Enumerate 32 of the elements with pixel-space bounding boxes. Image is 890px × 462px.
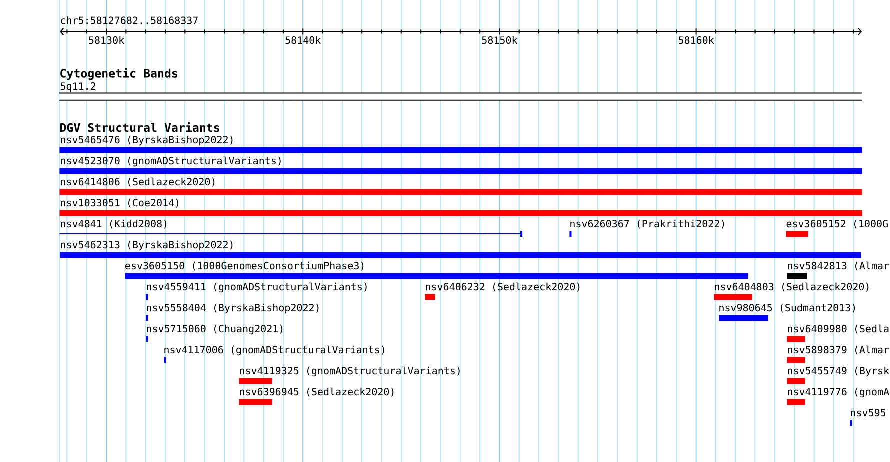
track-title: DGV Structural Variants xyxy=(60,122,220,132)
variant-label: nsv6409980 (Sedla xyxy=(788,324,889,334)
variant-label: esv3605150 (1000GenomesConsortiumPhase3) xyxy=(126,262,364,271)
variant-label: nsv4559411 (gnomADStructuralVariants) xyxy=(147,282,367,293)
variant-label: esv3605152 (1000G xyxy=(786,220,888,229)
band-label: 5q11.2 xyxy=(60,82,96,92)
variant-label: nsv5465476 (ByrskaBishop2022) xyxy=(61,136,233,146)
tick-label: 58140k xyxy=(286,36,322,44)
variant-label: nsv4119325 (gnomADStructuralVariants) xyxy=(240,366,460,377)
variant-label: nsv980645 (Sudmant2013) xyxy=(720,304,856,313)
tick-label: 58150k xyxy=(482,36,518,44)
coordinate-label: chr5:58127682..58168337 xyxy=(61,16,198,24)
tick-label: 58160k xyxy=(678,36,714,44)
variant-label: nsv6260367 (Prakrithi2022) xyxy=(570,220,724,229)
variant-label: nsv1033051 (Coe2014) xyxy=(61,198,179,208)
variant-label: nsv6406232 (Sedlazeck2020) xyxy=(426,282,580,292)
variant-label: nsv5455749 (Byrsk xyxy=(788,366,890,377)
variant-label: nsv5558404 (ByrskaBishop2022) xyxy=(147,304,319,314)
variant-label: nsv6404803 (Sedlazeck2020) xyxy=(715,282,869,292)
variant-label: nsv595 xyxy=(851,409,886,417)
variant-label: nsv5715060 (Chuang2021) xyxy=(147,324,283,335)
variant-label: nsv4119776 (gnomA xyxy=(788,388,890,398)
variant-label: nsv5898379 (Almar xyxy=(788,346,890,355)
tick-label: 58130k xyxy=(89,36,124,44)
variant-label: nsv4841 (Kidd2008) xyxy=(61,220,166,229)
variant-label: nsv4117006 (gnomADStructuralVariants) xyxy=(164,346,384,356)
variant-label: nsv6396945 (Sedlazeck2020) xyxy=(240,388,394,397)
variant-label: nsv6414806 (Sedlazeck2020) xyxy=(61,178,215,187)
track-title: Cytogenetic Bands xyxy=(60,68,178,80)
variant-label: nsv4523070 (gnomADStructuralVariants) xyxy=(61,156,281,167)
variant-label: nsv5842813 (Almar xyxy=(788,262,890,271)
variant-label: nsv5462313 (ByrskaBishop2022) xyxy=(61,240,233,251)
